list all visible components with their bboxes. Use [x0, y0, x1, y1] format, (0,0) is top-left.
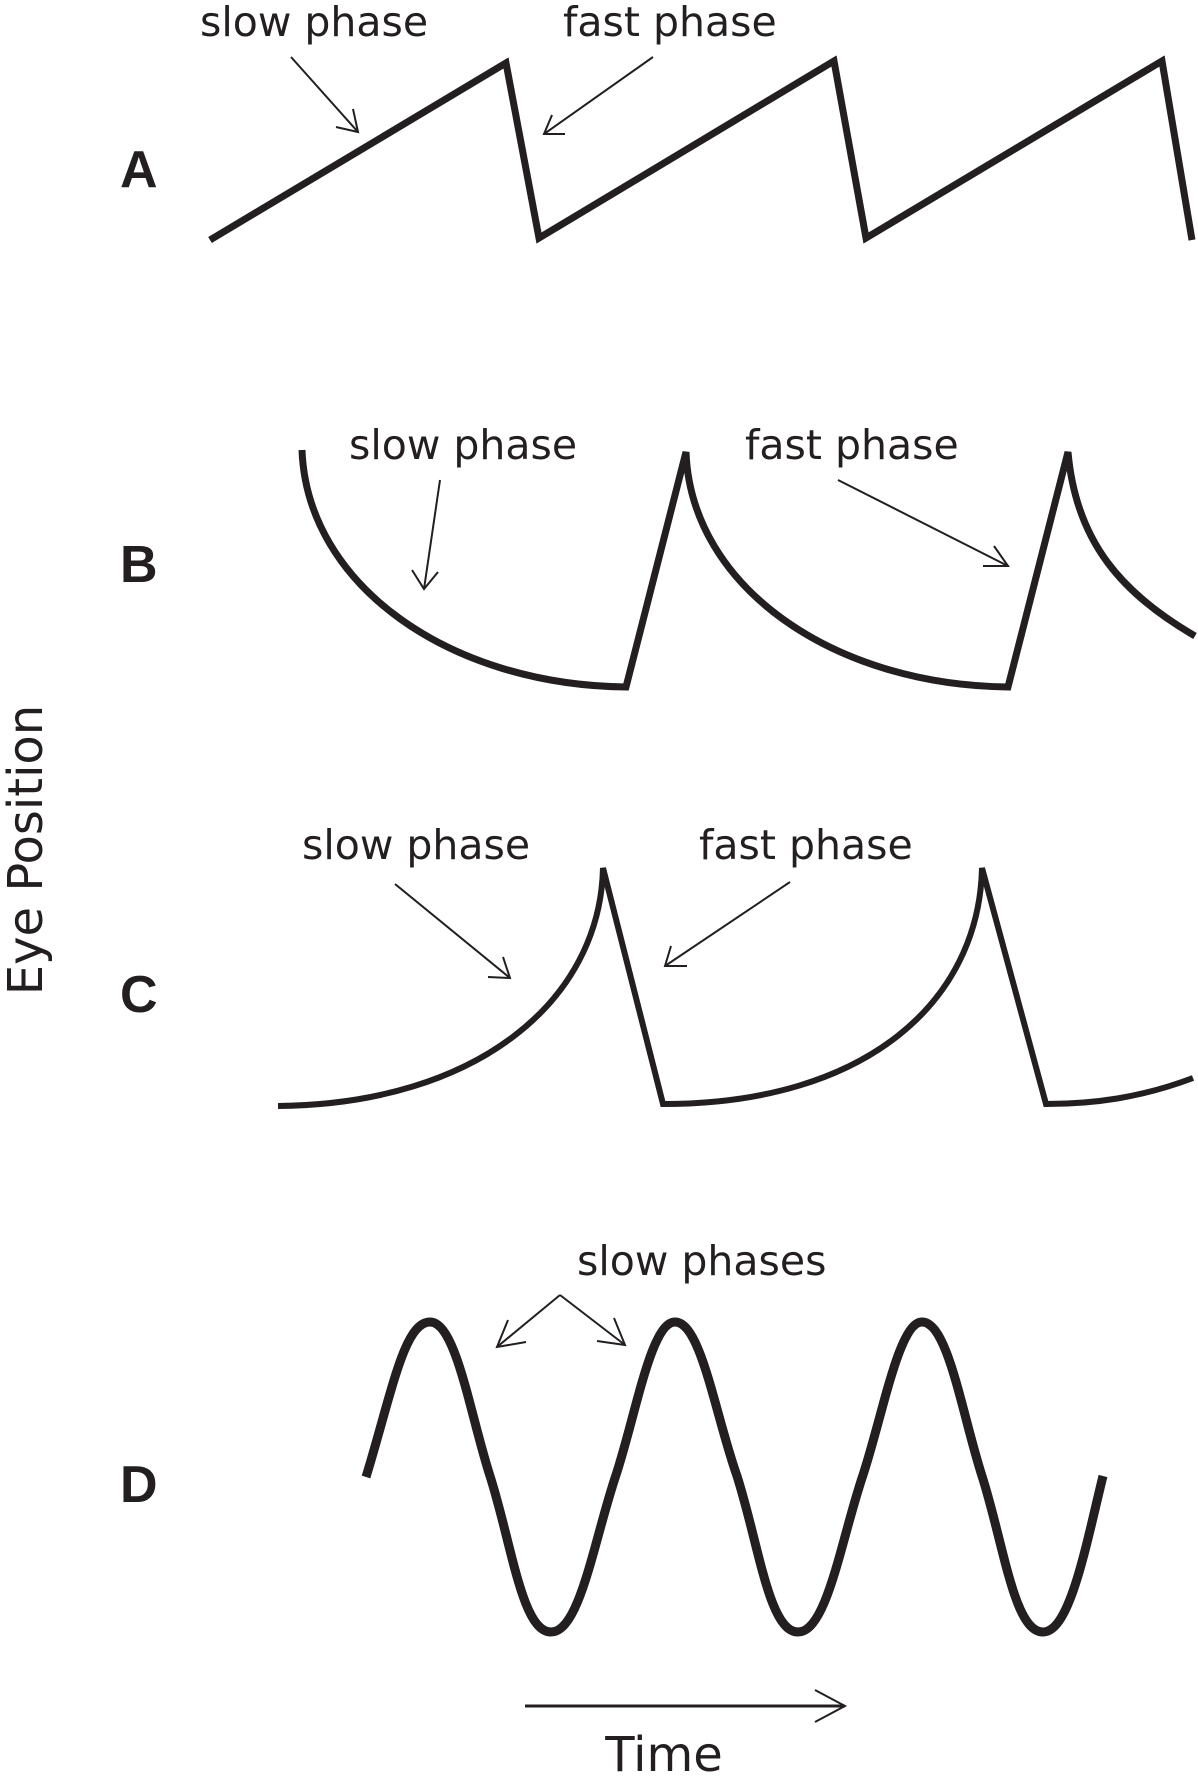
panel-c-slow-phase-arrow [394, 883, 512, 980]
panel-b: B slow phase fast phase [120, 421, 1197, 691]
y-axis-label: Eye Position [0, 705, 54, 995]
panel-d-trace [361, 1317, 1108, 1637]
panel-c: C slow phase fast phase [120, 821, 1195, 1109]
x-axis-label: Time [604, 1727, 722, 1778]
panel-letter-d: D [120, 1456, 158, 1514]
panel-a-fast-phase-arrow [542, 56, 654, 135]
panel-d-slow-phases-arrows [495, 1294, 627, 1349]
panel-c-slow-phase-label: slow phase [302, 821, 530, 869]
panel-b-slow-phase-arrow [411, 479, 441, 591]
panel-b-slow-phase-label: slow phase [349, 421, 577, 469]
panel-a-fast-phase-label: fast phase [563, 0, 777, 46]
panel-a-slow-phase-arrow [290, 56, 360, 134]
panel-c-fast-phase-arrow [663, 881, 791, 967]
panel-c-fast-phase-label: fast phase [699, 821, 913, 869]
panel-d: D slow phases [120, 1237, 1108, 1637]
panel-b-fast-phase-arrow [837, 479, 1010, 567]
panel-letter-c: C [120, 966, 158, 1024]
panel-a-slow-phase-label: slow phase [200, 0, 428, 46]
time-axis: Time [525, 1689, 848, 1778]
panel-letter-a: A [120, 141, 158, 199]
panel-b-fast-phase-label: fast phase [745, 421, 959, 469]
panel-a-trace [208, 55, 1196, 244]
panel-letter-b: B [120, 536, 158, 594]
panel-a: A slow phase fast phase [120, 0, 1196, 244]
panel-c-trace [277, 867, 1195, 1109]
panel-b-trace [298, 449, 1197, 691]
time-arrow [525, 1689, 848, 1723]
panel-d-slow-phases-label: slow phases [577, 1237, 826, 1285]
